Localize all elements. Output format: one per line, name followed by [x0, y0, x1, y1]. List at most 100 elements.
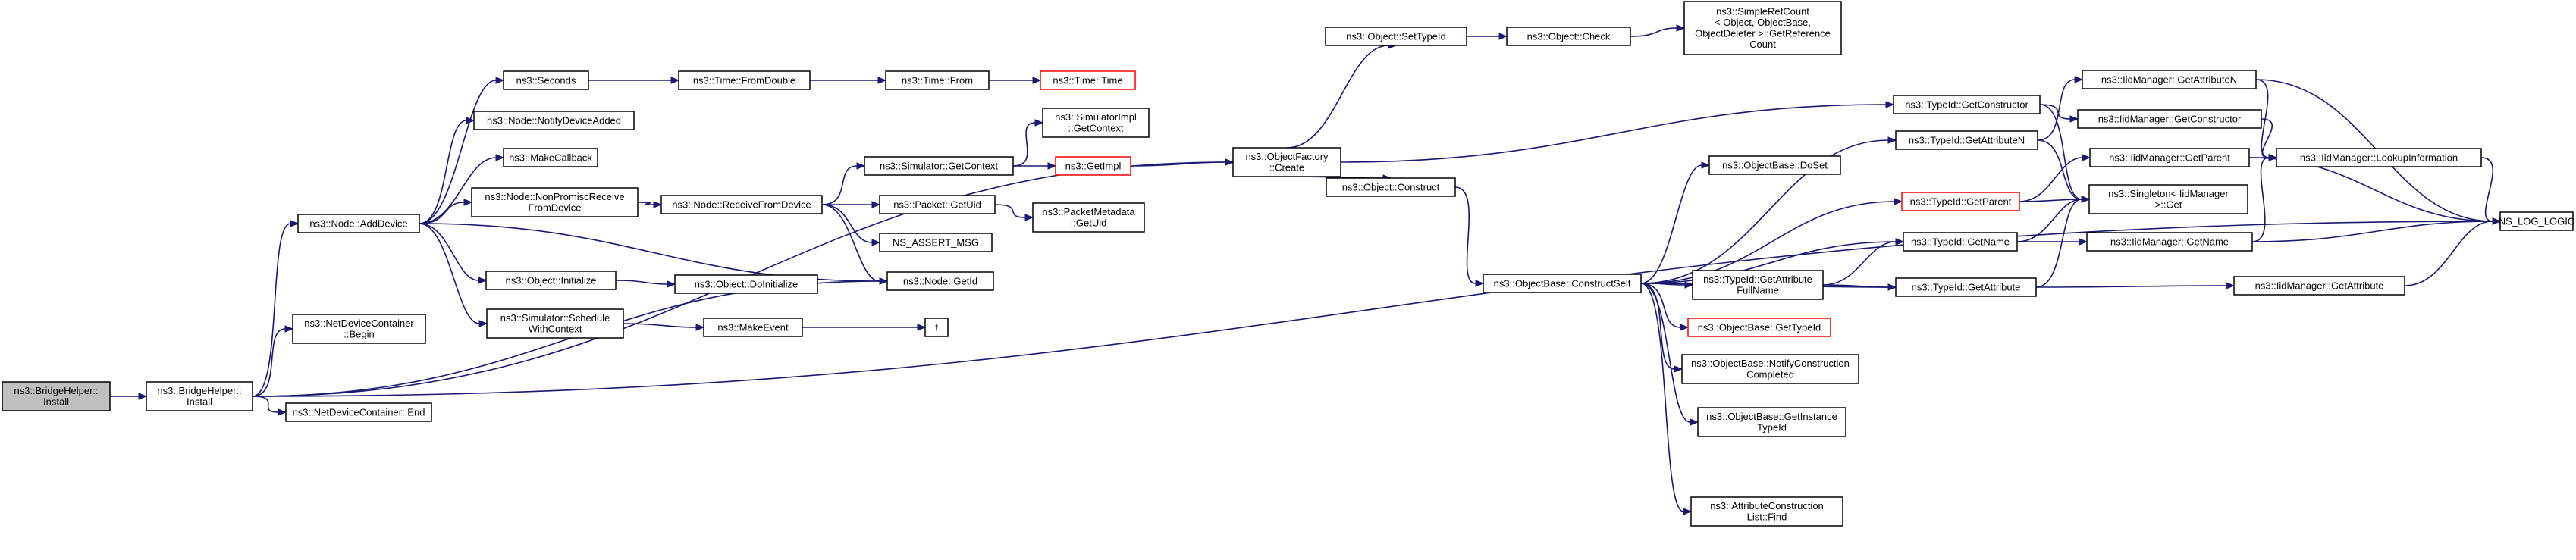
node-packet-getuid[interactable]: ns3::Packet::GetUid [879, 195, 996, 214]
node-iid-getattribute[interactable]: ns3::IidManager::GetAttribute [2233, 276, 2405, 296]
node-ndc-end[interactable]: ns3::NetDeviceContainer::End [285, 402, 432, 422]
node-pm-getuid[interactable]: ns3::PacketMetadata::GetUid [1032, 202, 1145, 233]
call-edge-time_fromdouble-to-time_from [810, 77, 887, 84]
node-tid-getparent[interactable]: ns3::TypeId::GetParent [1901, 192, 2020, 211]
node-time-from[interactable]: ns3::Time::From [885, 70, 990, 90]
node-sim-getctx[interactable]: ns3::Simulator::GetContext [864, 156, 1014, 176]
call-edge-bh_install2-to-ndc_begin [252, 325, 294, 397]
node-seconds[interactable]: ns3::Seconds [503, 70, 589, 90]
node-box [1895, 277, 2037, 297]
node-label: < Object, ObjectBase, [1715, 17, 1811, 28]
node-box [1903, 232, 2018, 252]
call-edge-sched_ctx-to-makeevent [623, 323, 705, 331]
call-edge-ob_constructself-to-ob_doset [1640, 161, 1711, 284]
node-time-fromdouble[interactable]: ns3::Time::FromDouble [678, 70, 811, 90]
call-edge-recv_from_dev-to-node_getid [821, 204, 889, 285]
node-simimpl-getctx[interactable]: ns3::SimulatorImpl::GetContext [1042, 108, 1150, 138]
node-obj-construct[interactable]: ns3::Object::Construct [1326, 177, 1456, 197]
node-simplerefcount[interactable]: ns3::SimpleRefCount< Object, ObjectBase,… [1683, 1, 1842, 55]
node-node-adddevice[interactable]: ns3::Node::AddDevice [297, 214, 420, 233]
node-box [1683, 1, 1842, 55]
node-box [678, 70, 811, 90]
call-edge-node_adddevice-to-sched_ctx [419, 223, 488, 327]
node-ob-constructself[interactable]: ns3::ObjectBase::ConstructSelf [1483, 274, 1642, 293]
node-box [1040, 70, 1136, 90]
call-edge-tid_getconstructor-to-iid_getconstructor [2039, 104, 2079, 123]
node-box [1326, 177, 1456, 197]
node-bh-install2[interactable]: ns3::BridgeHelper::Install [146, 381, 253, 411]
node-ob-doset[interactable]: ns3::ObjectBase::DoSet [1708, 155, 1841, 175]
node-tid-getattribute[interactable]: ns3::TypeId::GetAttribute [1895, 277, 2037, 297]
node-label: ns3::IidManager::LookupInformation [2300, 152, 2458, 163]
node-ob-gettypeid[interactable]: ns3::ObjectBase::GetTypeId [1687, 318, 1831, 337]
node-iid-getconstructor[interactable]: ns3::IidManager::GetConstructor [2077, 109, 2262, 129]
node-label: ns3::TypeId::GetAttributeN [1909, 134, 2025, 145]
node-box [2077, 109, 2262, 129]
node-label: Install [43, 396, 69, 408]
call-edge-recv_from_dev-to-ns_assert [821, 204, 881, 246]
node-box [486, 308, 624, 339]
node-iid-getname[interactable]: ns3::IidManager::GetName [2086, 232, 2253, 252]
node-recv-from-dev[interactable]: ns3::Node::ReceiveFromDevice [660, 195, 823, 214]
node-label: ns3::Seconds [516, 74, 576, 86]
node-box [885, 70, 990, 90]
node-label: ns3::Node::ReceiveFromDevice [672, 199, 811, 210]
node-iid-lookup[interactable]: ns3::IidManager::LookupInformation [2276, 148, 2482, 167]
call-edge-makeevent-to-f [802, 324, 927, 331]
node-tid-getattrn[interactable]: ns3::TypeId::GetAttributeN [1895, 130, 2038, 150]
node-ob-notify[interactable]: ns3::ObjectBase::NotifyConstructionCompl… [1681, 354, 1859, 384]
node-label: ns3::IidManager::GetConstructor [2098, 113, 2242, 124]
node-box [660, 195, 823, 214]
node-notify-added[interactable]: ns3::Node::NotifyDeviceAdded [473, 111, 635, 130]
node-iid-getattrn[interactable]: ns3::IidManager::GetAttributeN [2082, 70, 2257, 89]
node-tid-getconstructor[interactable]: ns3::TypeId::GetConstructor [1893, 95, 2041, 114]
call-edge-node_adddevice-to-obj_initialize [419, 223, 488, 284]
call-edge-node_adddevice-to-seconds [419, 77, 505, 224]
node-label: ns3::Object::Construct [1342, 181, 1440, 192]
node-label: ns3::ObjectBase::NotifyConstruction [1691, 358, 1850, 369]
node-box [2276, 148, 2482, 167]
node-label: ns3::Node::GetId [903, 275, 977, 286]
node-iid-getparent[interactable]: ns3::IidManager::GetParent [2089, 148, 2250, 167]
node-settypeid[interactable]: ns3::Object::SetTypeId [1325, 27, 1467, 46]
node-obj-initialize[interactable]: ns3::Object::Initialize [485, 271, 617, 290]
node-f[interactable]: f [924, 318, 949, 337]
call-edge-obj_construct-to-ob_constructself [1454, 186, 1485, 287]
node-label: ns3::GetImpl [1065, 160, 1122, 171]
node-makecallback[interactable]: ns3::MakeCallback [503, 148, 598, 167]
node-ns-log-logic[interactable]: NS_LOG_LOGIC [2499, 211, 2574, 231]
node-label: ns3::AttributeConstruction [1710, 500, 1824, 512]
node-makeevent[interactable]: ns3::MakeEvent [703, 318, 803, 337]
node-ndc-begin[interactable]: ns3::NetDeviceContainer::Begin [292, 314, 426, 344]
call-edge-ob_constructself-to-ob_getinst [1640, 283, 1699, 426]
node-box [1708, 155, 1841, 175]
node-of-create[interactable]: ns3::ObjectFactory::Create [1232, 147, 1341, 177]
node-bh-install[interactable]: ns3::BridgeHelper::Install [2, 381, 111, 411]
node-box [2233, 276, 2405, 296]
node-ns-assert[interactable]: NS_ASSERT_MSG [879, 233, 993, 252]
call-edge-node_adddevice-to-notify_added [419, 117, 475, 224]
node-label: ns3::ObjectFactory [1245, 151, 1329, 162]
node-box [1325, 27, 1467, 46]
node-box [503, 70, 589, 90]
node-node-getid[interactable]: ns3::Node::GetId [886, 271, 994, 291]
node-obj-check[interactable]: ns3::Object::Check [1506, 27, 1631, 46]
node-box [146, 381, 253, 411]
node-tid-getname[interactable]: ns3::TypeId::GetName [1903, 232, 2018, 252]
node-getimpl[interactable]: ns3::GetImpl [1055, 156, 1131, 176]
node-label: ns3::Time::FromDouble [693, 74, 795, 86]
node-box [1681, 354, 1859, 384]
node-obj-doinit[interactable]: ns3::Object::DoInitialize [674, 274, 818, 294]
node-label: ns3::Time::From [902, 74, 973, 86]
node-box [1901, 192, 2020, 211]
node-label: Completed [1746, 369, 1794, 380]
node-time-time[interactable]: ns3::Time::Time [1040, 70, 1136, 90]
call-edge-iid_getattribute-to-ns_log_logic [2404, 217, 2502, 286]
node-singleton-get[interactable]: ns3::Singleton< IidManager>::Get [2088, 184, 2248, 214]
